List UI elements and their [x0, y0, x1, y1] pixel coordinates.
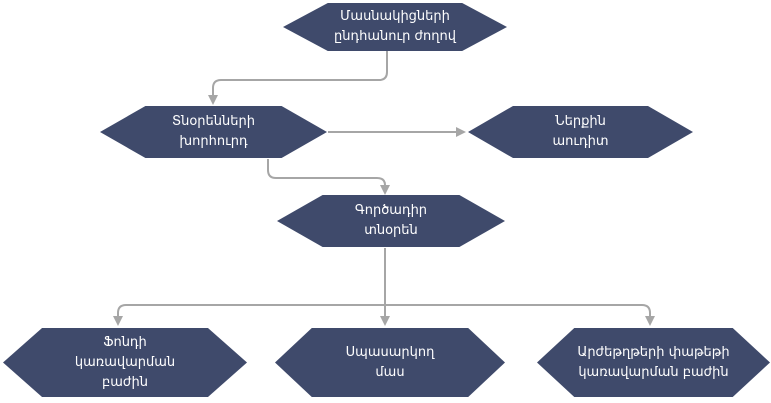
node-label-line: Տնօրենների	[171, 114, 255, 129]
node-executive-director: Գործադիր տնօրեն	[277, 195, 505, 247]
node-board: Տնօրենների խորհուրդ	[100, 106, 327, 158]
arrow-down-icon	[645, 316, 655, 326]
node-label-line: Գործադիր	[354, 203, 428, 218]
node-label-line: Ֆոնդի	[103, 334, 147, 350]
node-label-line: բաժին	[102, 374, 148, 390]
arrow-right-icon	[456, 127, 466, 137]
node-label-line: ընդհանուր ժողով	[333, 29, 456, 44]
node-label-line: կառավարման բաժին	[578, 364, 729, 380]
node-label-line: խորհուրդ	[179, 134, 248, 149]
arrow-down-icon	[113, 316, 123, 326]
node-label-line: Սպասարկող	[345, 344, 435, 360]
node-general-meeting: Մասնակիցների ընդհանուր ժողով	[283, 3, 507, 51]
edge-board-to-executive-director	[267, 159, 390, 195]
arrow-down-icon	[380, 316, 390, 326]
node-label-line: մաս	[375, 364, 405, 380]
node-fund-management: Ֆոնդի կառավարման բաժին	[3, 328, 247, 397]
node-label-line: տնօրեն	[364, 223, 418, 238]
node-label-line: աուդիտ	[552, 134, 609, 149]
edge-board-to-internal-audit	[328, 127, 466, 137]
node-label-line: կառավարման	[74, 354, 176, 370]
node-service-unit: Սպասարկող մաս	[275, 328, 505, 397]
node-portfolio-management: Արժեթղթերի փաթեթի կառավարման բաժին	[537, 328, 770, 397]
node-label-line: Մասնակիցների	[340, 9, 450, 24]
node-internal-audit: Ներքին աուդիտ	[468, 106, 693, 158]
arrow-down-icon	[208, 95, 218, 105]
edge-general-meeting-to-board	[208, 51, 388, 105]
arrow-down-icon	[380, 185, 390, 195]
node-label-line: Ներքին	[555, 114, 606, 129]
node-label-line: Արժեթղթերի փաթեթի	[577, 344, 730, 360]
edge-executive-director-branch	[113, 248, 655, 326]
